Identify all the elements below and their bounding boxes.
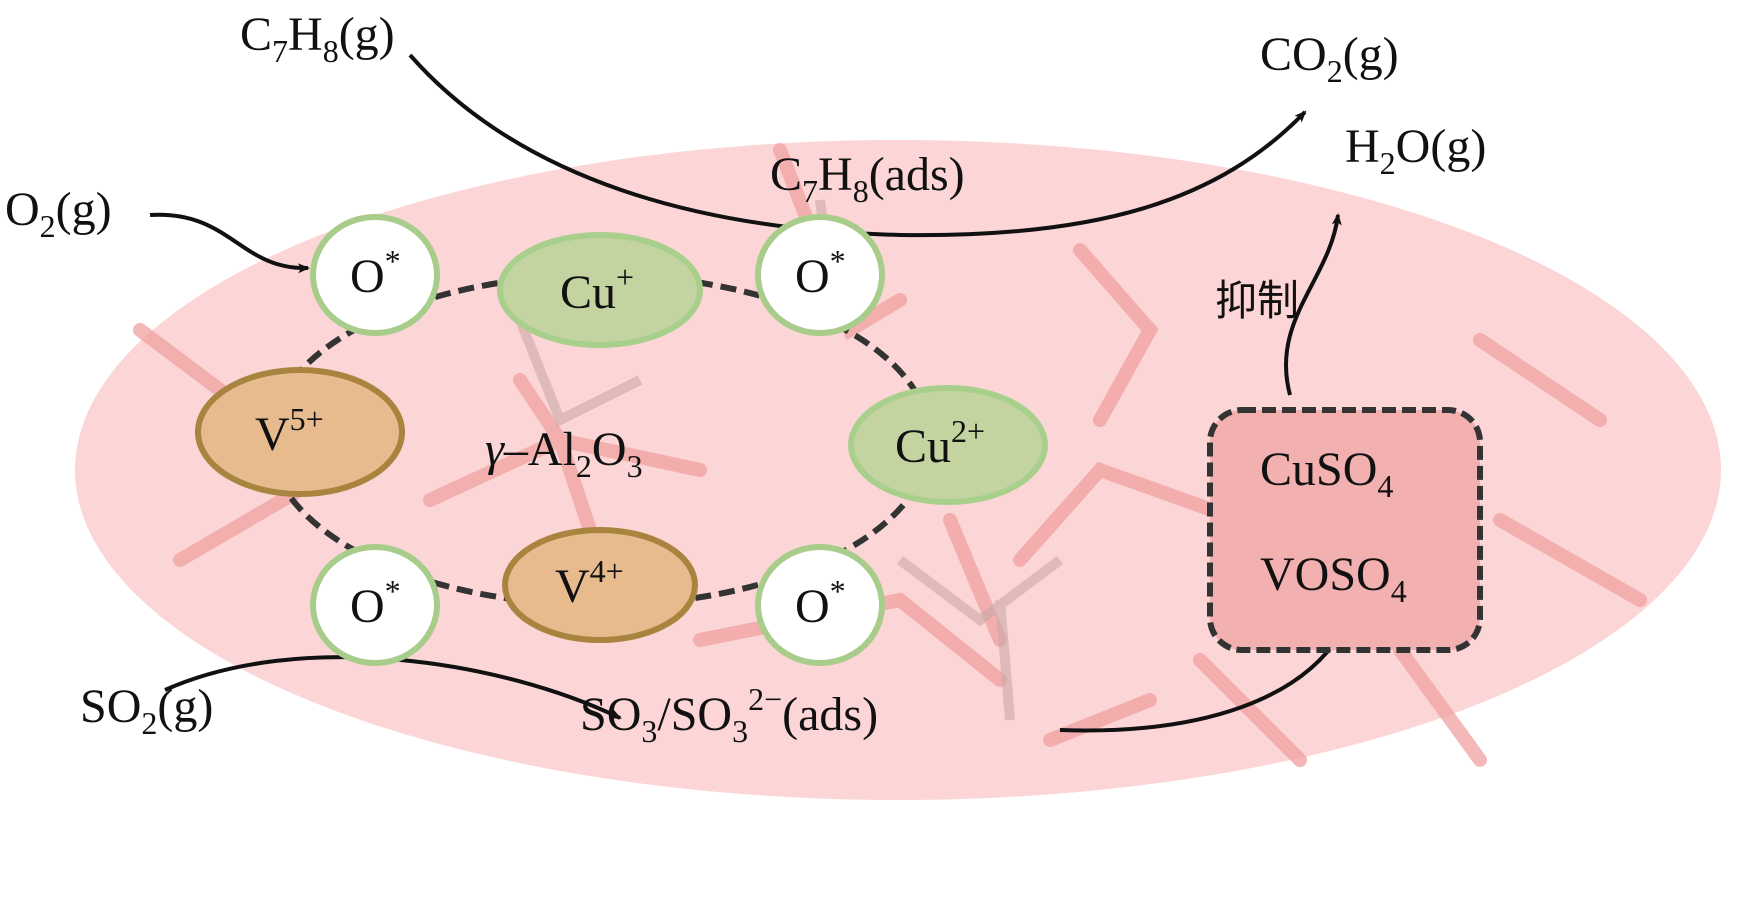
h2o-label: H2O(g) [1345,120,1486,181]
molecular-structure-grey [515,199,1063,721]
o2-label: O2(g) [5,183,112,244]
svg-text:O*: O* [350,573,401,633]
svg-text:Cu+: Cu+ [560,259,634,319]
molecular-structure-background [133,143,1647,767]
cu-2plus-site: Cu2+ [848,385,1048,505]
so2-label: SO2(g) [80,680,213,741]
svg-text:V4+: V4+ [555,553,624,613]
oxygen-site-top-left: O* [310,214,440,336]
svg-text:V5+: V5+ [255,401,324,461]
svg-text:O*: O* [350,243,401,303]
sulfate-box [1207,407,1483,653]
cuso4-label: CuSO4 [1260,443,1393,504]
so3-label: SO3/SO32−(ads) [580,681,878,749]
inhibit-label: 抑制 [1215,276,1299,325]
co2-label: CO2(g) [1260,28,1399,89]
v-5plus-site: V5+ [195,367,405,497]
oxygen-site-bottom-right: O* [755,544,885,666]
voso4-label: VOSO4 [1260,548,1407,609]
svg-text:O*: O* [795,573,846,633]
o2-arrow [149,212,310,274]
cu-plus-site: Cu+ [497,232,703,348]
v-4plus-site: V4+ [502,527,698,643]
svg-text:Cu2+: Cu2+ [895,413,985,473]
toluene-ads-label: C7H8(ads) [770,148,965,209]
inhibit-arrow [1283,213,1342,396]
oxygen-site-bottom-left: O* [310,544,440,666]
toluene-arrow [408,53,1307,238]
svg-text:O*: O* [795,243,846,303]
support-label: γ–Al2O3 [485,423,643,484]
oxygen-site-top-right: O* [755,214,885,336]
toluene-gas-label: C7H8(g) [240,8,395,69]
